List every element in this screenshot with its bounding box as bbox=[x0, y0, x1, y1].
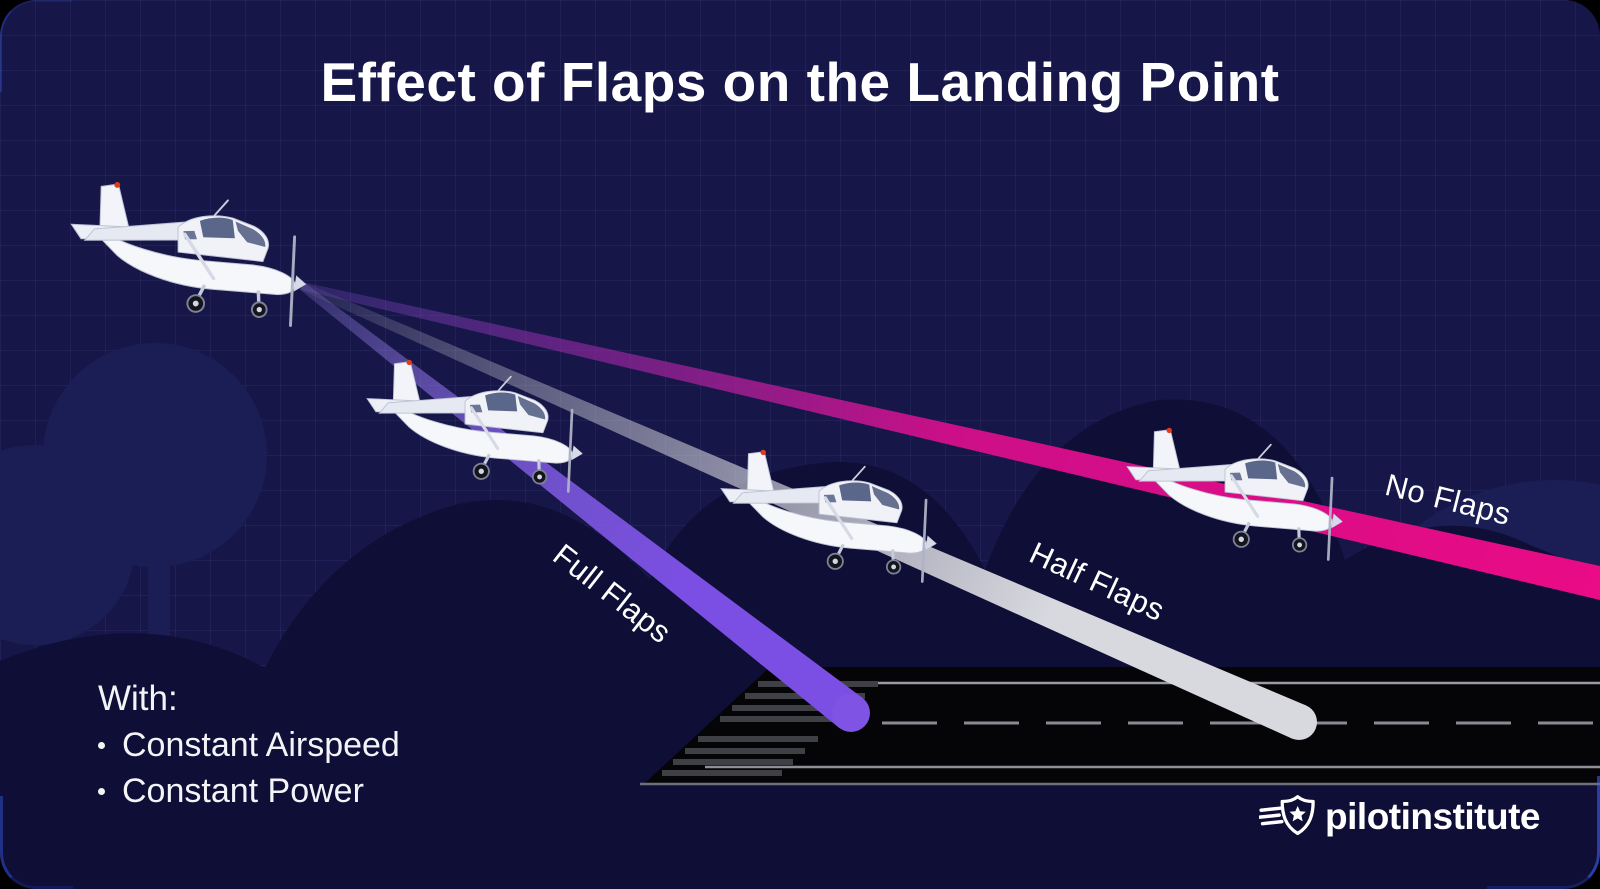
pilot-institute-logo: pilotinstitute bbox=[1259, 793, 1540, 841]
bullet-icon bbox=[98, 787, 105, 795]
bullet-icon bbox=[98, 741, 105, 749]
condition-item: Constant Power bbox=[98, 768, 400, 814]
conditions-note: With: Constant Airspeed Constant Power bbox=[98, 676, 400, 814]
conditions-heading: With: bbox=[98, 679, 178, 718]
runway bbox=[640, 667, 1600, 786]
trail-full-flaps bbox=[299, 282, 870, 732]
airplane-start bbox=[59, 174, 319, 331]
trail-half-flaps bbox=[300, 282, 1317, 740]
page-title: Effect of Flaps on the Landing Point bbox=[320, 51, 1280, 113]
condition-text: Constant Airspeed bbox=[122, 726, 400, 764]
winged-shield-star-icon bbox=[1259, 795, 1315, 836]
condition-item: Constant Airspeed bbox=[98, 722, 400, 768]
brand-wordmark: pilotinstitute bbox=[1325, 796, 1540, 837]
condition-text: Constant Power bbox=[122, 772, 364, 810]
